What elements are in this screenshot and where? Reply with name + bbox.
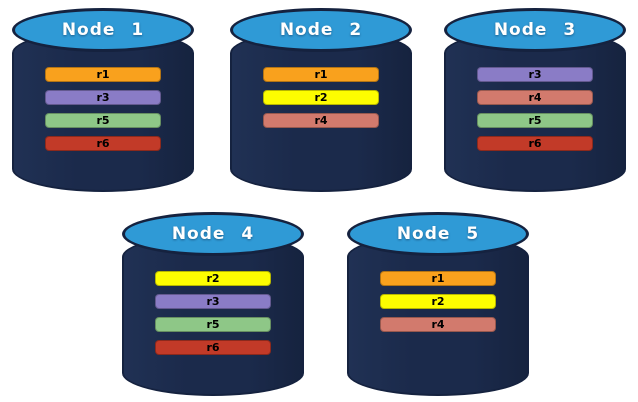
node-label: Node 4 (171, 224, 255, 244)
cylinder-body (122, 234, 304, 396)
node-cylinder-1: r1 r3 r5 r6 Node 1 (12, 8, 194, 192)
node-label: Node 3 (493, 20, 577, 40)
replica-bar-r2: r2 (263, 90, 379, 105)
replica-bar-r4: r4 (380, 317, 496, 332)
replica-bar-r4: r4 (263, 113, 379, 128)
replica-list: r3 r4 r5 r6 (477, 67, 593, 151)
cylinder-body (444, 30, 626, 192)
node-label: Node 1 (61, 20, 145, 40)
node-cylinder-2: r1 r2 r4 Node 2 (230, 8, 412, 192)
replica-bar-r1: r1 (45, 67, 161, 82)
replica-list: r1 r3 r5 r6 (45, 67, 161, 151)
replica-bar-r3: r3 (155, 294, 271, 309)
replica-bar-r6: r6 (155, 340, 271, 355)
cylinder-body (347, 234, 529, 396)
replica-bar-r6: r6 (477, 136, 593, 151)
replica-bar-r2: r2 (380, 294, 496, 309)
replica-bar-r4: r4 (477, 90, 593, 105)
node-label: Node 5 (396, 224, 480, 244)
replica-bar-r1: r1 (380, 271, 496, 286)
replica-bar-r2: r2 (155, 271, 271, 286)
replica-bar-r5: r5 (155, 317, 271, 332)
replica-bar-r1: r1 (263, 67, 379, 82)
cylinder-top: Node 4 (122, 212, 304, 256)
replica-bar-r5: r5 (477, 113, 593, 128)
cylinder-top: Node 2 (230, 8, 412, 52)
node-cylinder-3: r3 r4 r5 r6 Node 3 (444, 8, 626, 192)
replica-bar-r3: r3 (45, 90, 161, 105)
cylinder-top: Node 5 (347, 212, 529, 256)
cylinder-body (230, 30, 412, 192)
replica-list: r1 r2 r4 (380, 271, 496, 332)
cylinder-top: Node 1 (12, 8, 194, 52)
replica-bar-r6: r6 (45, 136, 161, 151)
cylinder-top: Node 3 (444, 8, 626, 52)
replica-bar-r3: r3 (477, 67, 593, 82)
replica-list: r1 r2 r4 (263, 67, 379, 128)
node-cylinder-4: r2 r3 r5 r6 Node 4 (122, 212, 304, 396)
replica-list: r2 r3 r5 r6 (155, 271, 271, 355)
node-label: Node 2 (279, 20, 363, 40)
node-cylinder-5: r1 r2 r4 Node 5 (347, 212, 529, 396)
replica-bar-r5: r5 (45, 113, 161, 128)
